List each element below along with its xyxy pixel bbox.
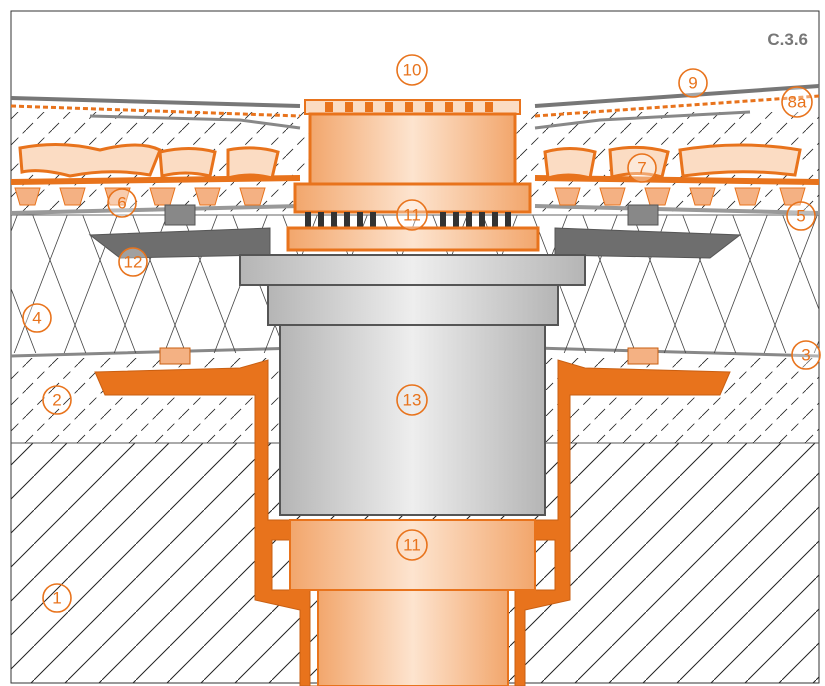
- clamping-flange: [88, 204, 742, 259]
- callout-3: 3: [791, 340, 821, 370]
- svg-text:12: 12: [124, 253, 143, 272]
- surface-tiles: [10, 84, 820, 130]
- callout-11-upper: 11: [396, 199, 428, 231]
- svg-text:6: 6: [117, 194, 126, 213]
- svg-text:4: 4: [32, 309, 41, 328]
- callout-9: 9: [678, 68, 708, 98]
- callout-1: 1: [42, 583, 72, 613]
- svg-text:2: 2: [52, 391, 61, 410]
- drainage-mat-right: [534, 143, 820, 206]
- callouts: 1 2 3 4 5 6 7 8a: [22, 54, 821, 613]
- waterproofing-membrane: [10, 204, 820, 215]
- callout-4: 4: [22, 303, 52, 333]
- callout-7: 7: [627, 153, 657, 183]
- upper-drain-body: [286, 112, 540, 252]
- callout-12: 12: [118, 247, 148, 277]
- svg-text:3: 3: [801, 346, 810, 365]
- drawing-code: C.3.6: [767, 30, 808, 49]
- svg-text:7: 7: [637, 159, 646, 178]
- svg-text:8a: 8a: [788, 93, 807, 112]
- svg-text:13: 13: [403, 391, 422, 410]
- svg-text:10: 10: [403, 61, 422, 80]
- callout-13: 13: [396, 384, 428, 416]
- callout-11-lower: 11: [396, 529, 428, 561]
- svg-text:9: 9: [688, 74, 697, 93]
- callout-10: 10: [396, 54, 428, 86]
- drain-grate: [304, 99, 521, 115]
- callout-5: 5: [786, 201, 816, 231]
- callout-6: 6: [107, 188, 137, 218]
- drainage-mat-left: [10, 142, 301, 206]
- svg-text:1: 1: [52, 589, 61, 608]
- svg-text:5: 5: [796, 207, 805, 226]
- callout-8a: 8a: [781, 86, 813, 118]
- callout-2: 2: [42, 385, 72, 415]
- inner-drain-insert: [239, 254, 586, 516]
- lower-drain-housing: [94, 347, 731, 686]
- svg-text:11: 11: [403, 536, 421, 555]
- svg-text:11: 11: [403, 206, 421, 225]
